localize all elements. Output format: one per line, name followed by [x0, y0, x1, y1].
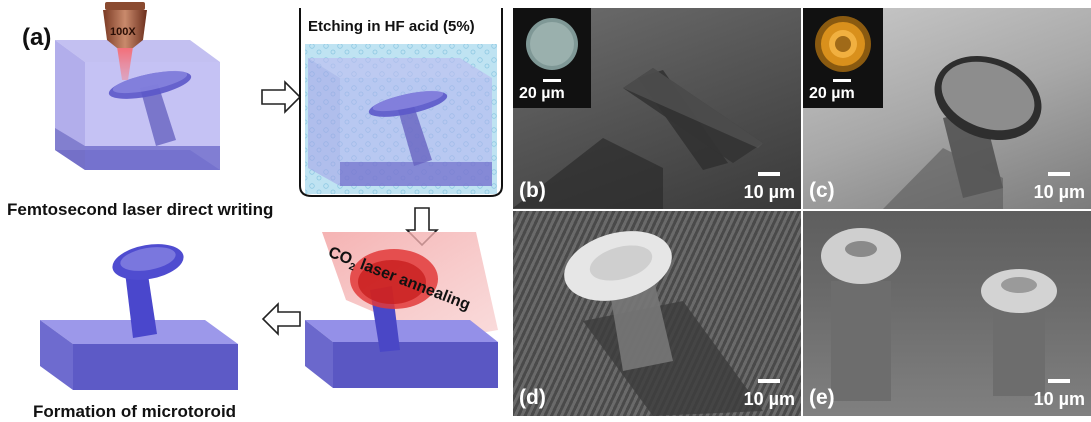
micrograph-panel-c: 20 µm (c) 10 µm: [803, 8, 1091, 209]
panel-c-inset-disk: [815, 16, 871, 72]
micrograph-panel-d: (d) 10 µm: [513, 211, 801, 416]
panel-d-structure: [564, 231, 763, 416]
schematic-panel-a: (a) 100X Etching in HF acid (5%) Femtose…: [0, 0, 510, 421]
panel-b-inset-disk: [526, 18, 578, 70]
panel-b-inset-scale-bar: [543, 79, 561, 82]
schematic-drawing: [40, 2, 503, 390]
panel-e-structure: [821, 228, 1057, 401]
step2-beaker: [299, 8, 503, 197]
panel-a-label: (a): [22, 24, 52, 51]
panel-c-structure: [883, 55, 1042, 209]
micrograph-panel-e: (e) 10 µm: [803, 211, 1091, 416]
panel-c-scale: 10 µm: [1034, 172, 1085, 203]
panel-b-structure: [513, 68, 763, 209]
laser-beam: [116, 40, 134, 80]
panel-b-scale: 10 µm: [744, 172, 795, 203]
micrograph-panel-b: 20 µm (b) 10 µm: [513, 8, 801, 209]
arrow-right-icon: [261, 80, 302, 114]
panel-d-scale-text: 10 µm: [743, 389, 795, 409]
panel-c-label: (c): [809, 179, 835, 202]
panel-b-scale-bar: [758, 172, 781, 176]
step4-caption: Formation of microtoroid: [33, 402, 237, 421]
step3-annealing: [305, 232, 498, 388]
panel-d-scale-bar: [758, 379, 781, 383]
beaker-label: Etching in HF acid (5%): [308, 18, 475, 35]
step4-microtoroid: [40, 244, 238, 390]
panel-c-inset-scale-bar: [833, 79, 851, 82]
objective-lens-icon: [103, 2, 147, 48]
panel-d-label: (d): [519, 386, 546, 409]
panel-c-scale-bar: [1048, 172, 1071, 176]
arrow-left-icon: [261, 302, 301, 336]
panel-b-inset: 20 µm: [513, 8, 591, 108]
objective-label: 100X: [110, 26, 136, 38]
step1-glass-block: [55, 40, 220, 170]
panel-b-scale-text: 10 µm: [743, 182, 795, 202]
panel-c-scale-text: 10 µm: [1033, 182, 1085, 202]
step1-caption: Femtosecond laser direct writing: [7, 200, 274, 219]
panel-c-inset-scale: 20 µm: [809, 85, 855, 102]
panel-b-inset-scale: 20 µm: [519, 85, 565, 102]
panel-e-scale: 10 µm: [1034, 379, 1085, 410]
panel-e-scale-text: 10 µm: [1033, 389, 1085, 409]
panel-b-label: (b): [519, 179, 546, 202]
panel-c-inset: 20 µm: [803, 8, 883, 108]
panel-d-scale: 10 µm: [744, 379, 795, 410]
panel-e-scale-bar: [1048, 379, 1071, 383]
panel-e-label: (e): [809, 386, 835, 409]
